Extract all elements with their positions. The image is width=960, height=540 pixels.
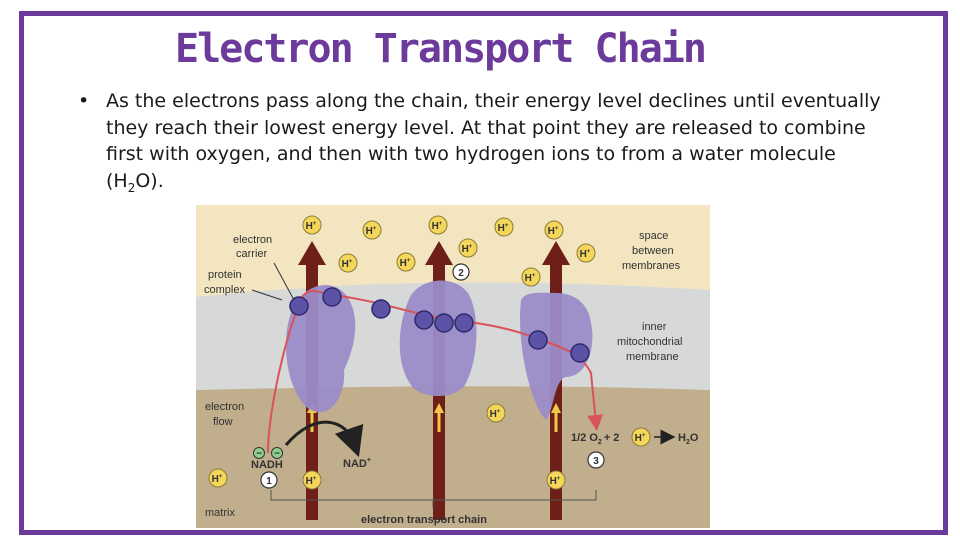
h-ion-label: H+ [462,244,473,255]
h-ion-label: H+ [550,476,561,487]
h-ion [362,220,382,240]
label-space: space [639,230,668,242]
label-nadh: NADH [251,459,283,471]
label-matrix: matrix [205,507,235,519]
h-ion-sup: + [642,433,646,439]
label-membranes: membranes [622,260,681,272]
water-o: O [690,432,699,444]
protein-complex-1 [285,284,356,413]
label-nad-text: NAD [343,458,367,470]
h-ion-label: H+ [306,221,317,232]
label-electron-flow-1: electron [205,401,244,413]
h-ion-label: H+ [432,221,443,232]
label-protein: protein [208,269,242,281]
h-ion [494,217,514,237]
pointer-electron-carrier [273,262,295,301]
nadh-to-nad-arrow [284,420,364,458]
h-ion [546,470,566,490]
label-complex: complex [204,284,245,296]
h-ion-label: H+ [490,409,501,420]
electron [253,447,265,459]
slide-title: Electron Transport Chain [175,26,707,72]
reaction-o-sub: 2 [598,439,602,446]
bullet-text-end: O). [135,169,164,192]
protein-complex-2 [399,280,477,397]
label-inner: inner [642,321,667,333]
h-ion [521,267,541,287]
h-ion-label: H+ [366,226,377,237]
electron-carrier [434,313,454,333]
electron [271,447,283,459]
h-ion [338,253,358,273]
h-ion [302,470,322,490]
step-1: 1 [260,471,278,489]
label-reaction: 1/2 O2+ 2 [571,432,619,446]
h-ion [208,468,228,488]
h-ion [396,252,416,272]
label-electron-flow-2: flow [213,416,233,428]
h-ion [576,243,596,263]
h-ion [486,403,506,423]
bullet-text: As the electrons pass along the chain, t… [106,88,886,201]
pointer-protein-complex [251,289,283,301]
h-ion-label: H+ [525,273,536,284]
label-water: H2O [678,432,699,446]
electron-carrier [322,287,342,307]
label-nad: NAD+ [343,457,371,470]
water-sub: 2 [686,439,690,446]
h-ion [544,220,564,240]
label-between: between [632,245,674,257]
bullet-text-main: As the electrons pass along the chain, t… [106,90,881,192]
h-ion-label: H+ [498,223,509,234]
electron-sign: − [256,449,262,460]
reaction-o: 1/2 O [571,432,598,444]
step-2-number: 2 [458,268,464,279]
etc-diagram: H+H+H+H+H+H+H+H+H+H+H+H+H+H+ − − electro… [196,205,710,528]
electron-carrier [528,330,548,350]
label-electron: electron [233,234,272,246]
space-between-membranes [196,205,710,297]
etc-diagram-svg: H+H+H+H+H+H+H+H+H+H+H+H+H+H+ − − electro… [196,205,710,528]
step-3: 3 [587,451,605,469]
h-ion-label: H+ [342,259,353,270]
electron-carrier [570,343,590,363]
h-ion-label: H+ [212,474,223,485]
h-ion-text: H [635,433,642,444]
h-ion-label: H+ [400,258,411,269]
step-3-number: 3 [593,456,599,467]
electron-carrier [289,296,309,316]
small-arrow-3 [551,403,561,432]
label-mitochondrial: mitochondrial [617,336,682,348]
protein-complex-3 [520,292,593,420]
label-carrier: carrier [236,248,268,260]
reaction-plus: + 2 [604,432,620,444]
h-ion-reaction [631,427,651,447]
electron-sign: − [274,449,280,460]
step-2: 2 [452,263,470,281]
step-1-number: 1 [266,476,272,487]
h-ion [458,238,478,258]
electron-carrier [414,310,434,330]
label-membrane: membrane [626,351,679,363]
bullet-text-subscript: 2 [127,180,136,195]
label-chain: electron transport chain [361,514,487,526]
h-ion-label: H+ [548,226,559,237]
small-arrow-2 [434,403,444,432]
h-ion-label: H+ [580,249,591,260]
h-ion [302,215,322,235]
label-nad-sup: + [367,457,371,464]
electron-carrier [454,313,474,333]
h-ion-label: H+ [306,476,317,487]
water-h: H [678,432,686,444]
h-ion-reaction-label: H+ [635,433,646,444]
h-ion [428,215,448,235]
electron-carrier [371,299,391,319]
bullet-marker: • [78,90,90,112]
